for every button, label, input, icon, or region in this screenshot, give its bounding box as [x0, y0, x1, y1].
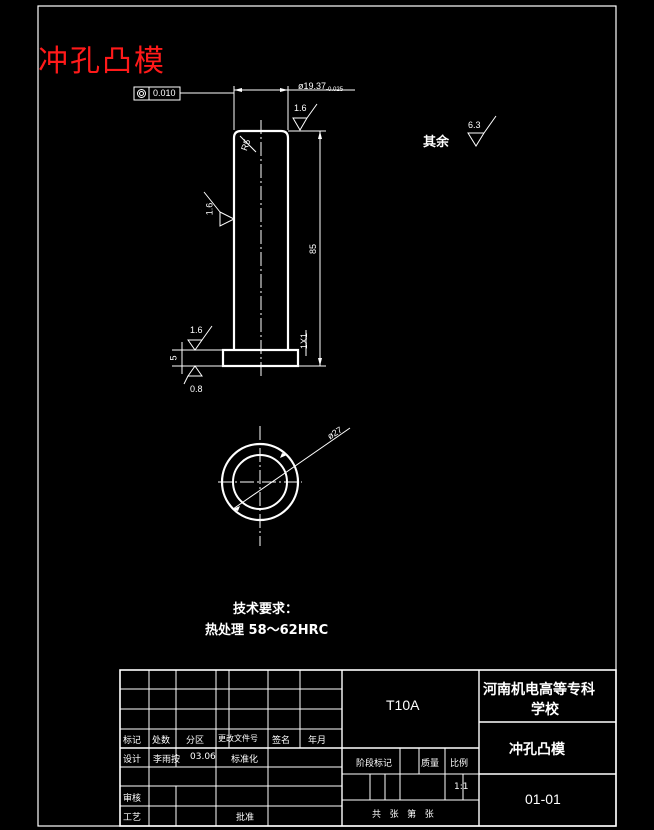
other-roughness-label: 其余: [423, 135, 450, 150]
roughness-symbol-top: [292, 103, 318, 131]
flange-dim-value: 5: [168, 355, 179, 361]
flange-dim: [172, 325, 223, 385]
chamfer-leader: [239, 135, 257, 153]
approve-label: 批准: [236, 813, 255, 823]
drawing-number: 01-01: [525, 791, 561, 807]
design-date: 03.06: [190, 752, 216, 762]
top-diameter-dim: [233, 86, 355, 130]
drawing-title: 冲孔凸模: [38, 44, 166, 79]
roughness-bottom-value: 0.8: [190, 384, 203, 394]
roughness-flange-top-value: 1.6: [190, 325, 203, 335]
header-signature: 签名: [272, 736, 291, 746]
title-block-lines: [119, 669, 617, 827]
school-name-line2: 学校: [531, 702, 559, 718]
chamfer-dim-value: 1X1: [299, 332, 310, 350]
header-count: 处数: [152, 736, 171, 746]
drawing-border: [37, 5, 617, 827]
weight-label: 质量: [421, 759, 440, 769]
top-diameter-label: ø19.37-0.025: [298, 81, 344, 93]
process-label: 工艺: [123, 813, 142, 823]
length-dim: [288, 130, 326, 367]
tech-requirements-title: 技术要求：: [233, 602, 299, 617]
roughness-top-value: 1.6: [294, 103, 307, 113]
roughness-left-value: 1.6: [204, 202, 215, 216]
sheet-count-label: 共 张 第 张: [372, 810, 434, 820]
punch-top-view: [218, 426, 351, 546]
length-dim-value: 85: [308, 243, 319, 255]
coaxiality-frame: [133, 86, 234, 101]
scale-label: 比例: [450, 759, 469, 769]
roughness-symbol-left: [203, 191, 236, 227]
punch-side-view: [221, 120, 300, 378]
header-zone: 分区: [186, 736, 205, 746]
designer-name: 李雨按: [153, 755, 181, 765]
coaxiality-value: 0.010: [153, 88, 176, 98]
roughness-other-value: 6.3: [468, 120, 481, 130]
material-label: T10A: [386, 697, 420, 713]
standardization-label: 标准化: [231, 755, 259, 765]
stage-mark-label: 阶段标记: [356, 759, 393, 769]
roughness-symbol-other: [467, 115, 497, 147]
header-change-doc: 更改文件号: [218, 734, 258, 743]
review-label: 审核: [123, 794, 142, 804]
school-name-line1: 河南机电高等专科: [483, 682, 595, 698]
header-date: 年月: [308, 736, 327, 746]
header-mark: 标记: [123, 736, 142, 746]
scale-value: 1:1: [454, 782, 469, 792]
part-name: 冲孔凸模: [509, 742, 565, 758]
tech-requirements-text: 热处理 58～62HRC: [205, 623, 329, 638]
design-label: 设计: [123, 755, 142, 765]
